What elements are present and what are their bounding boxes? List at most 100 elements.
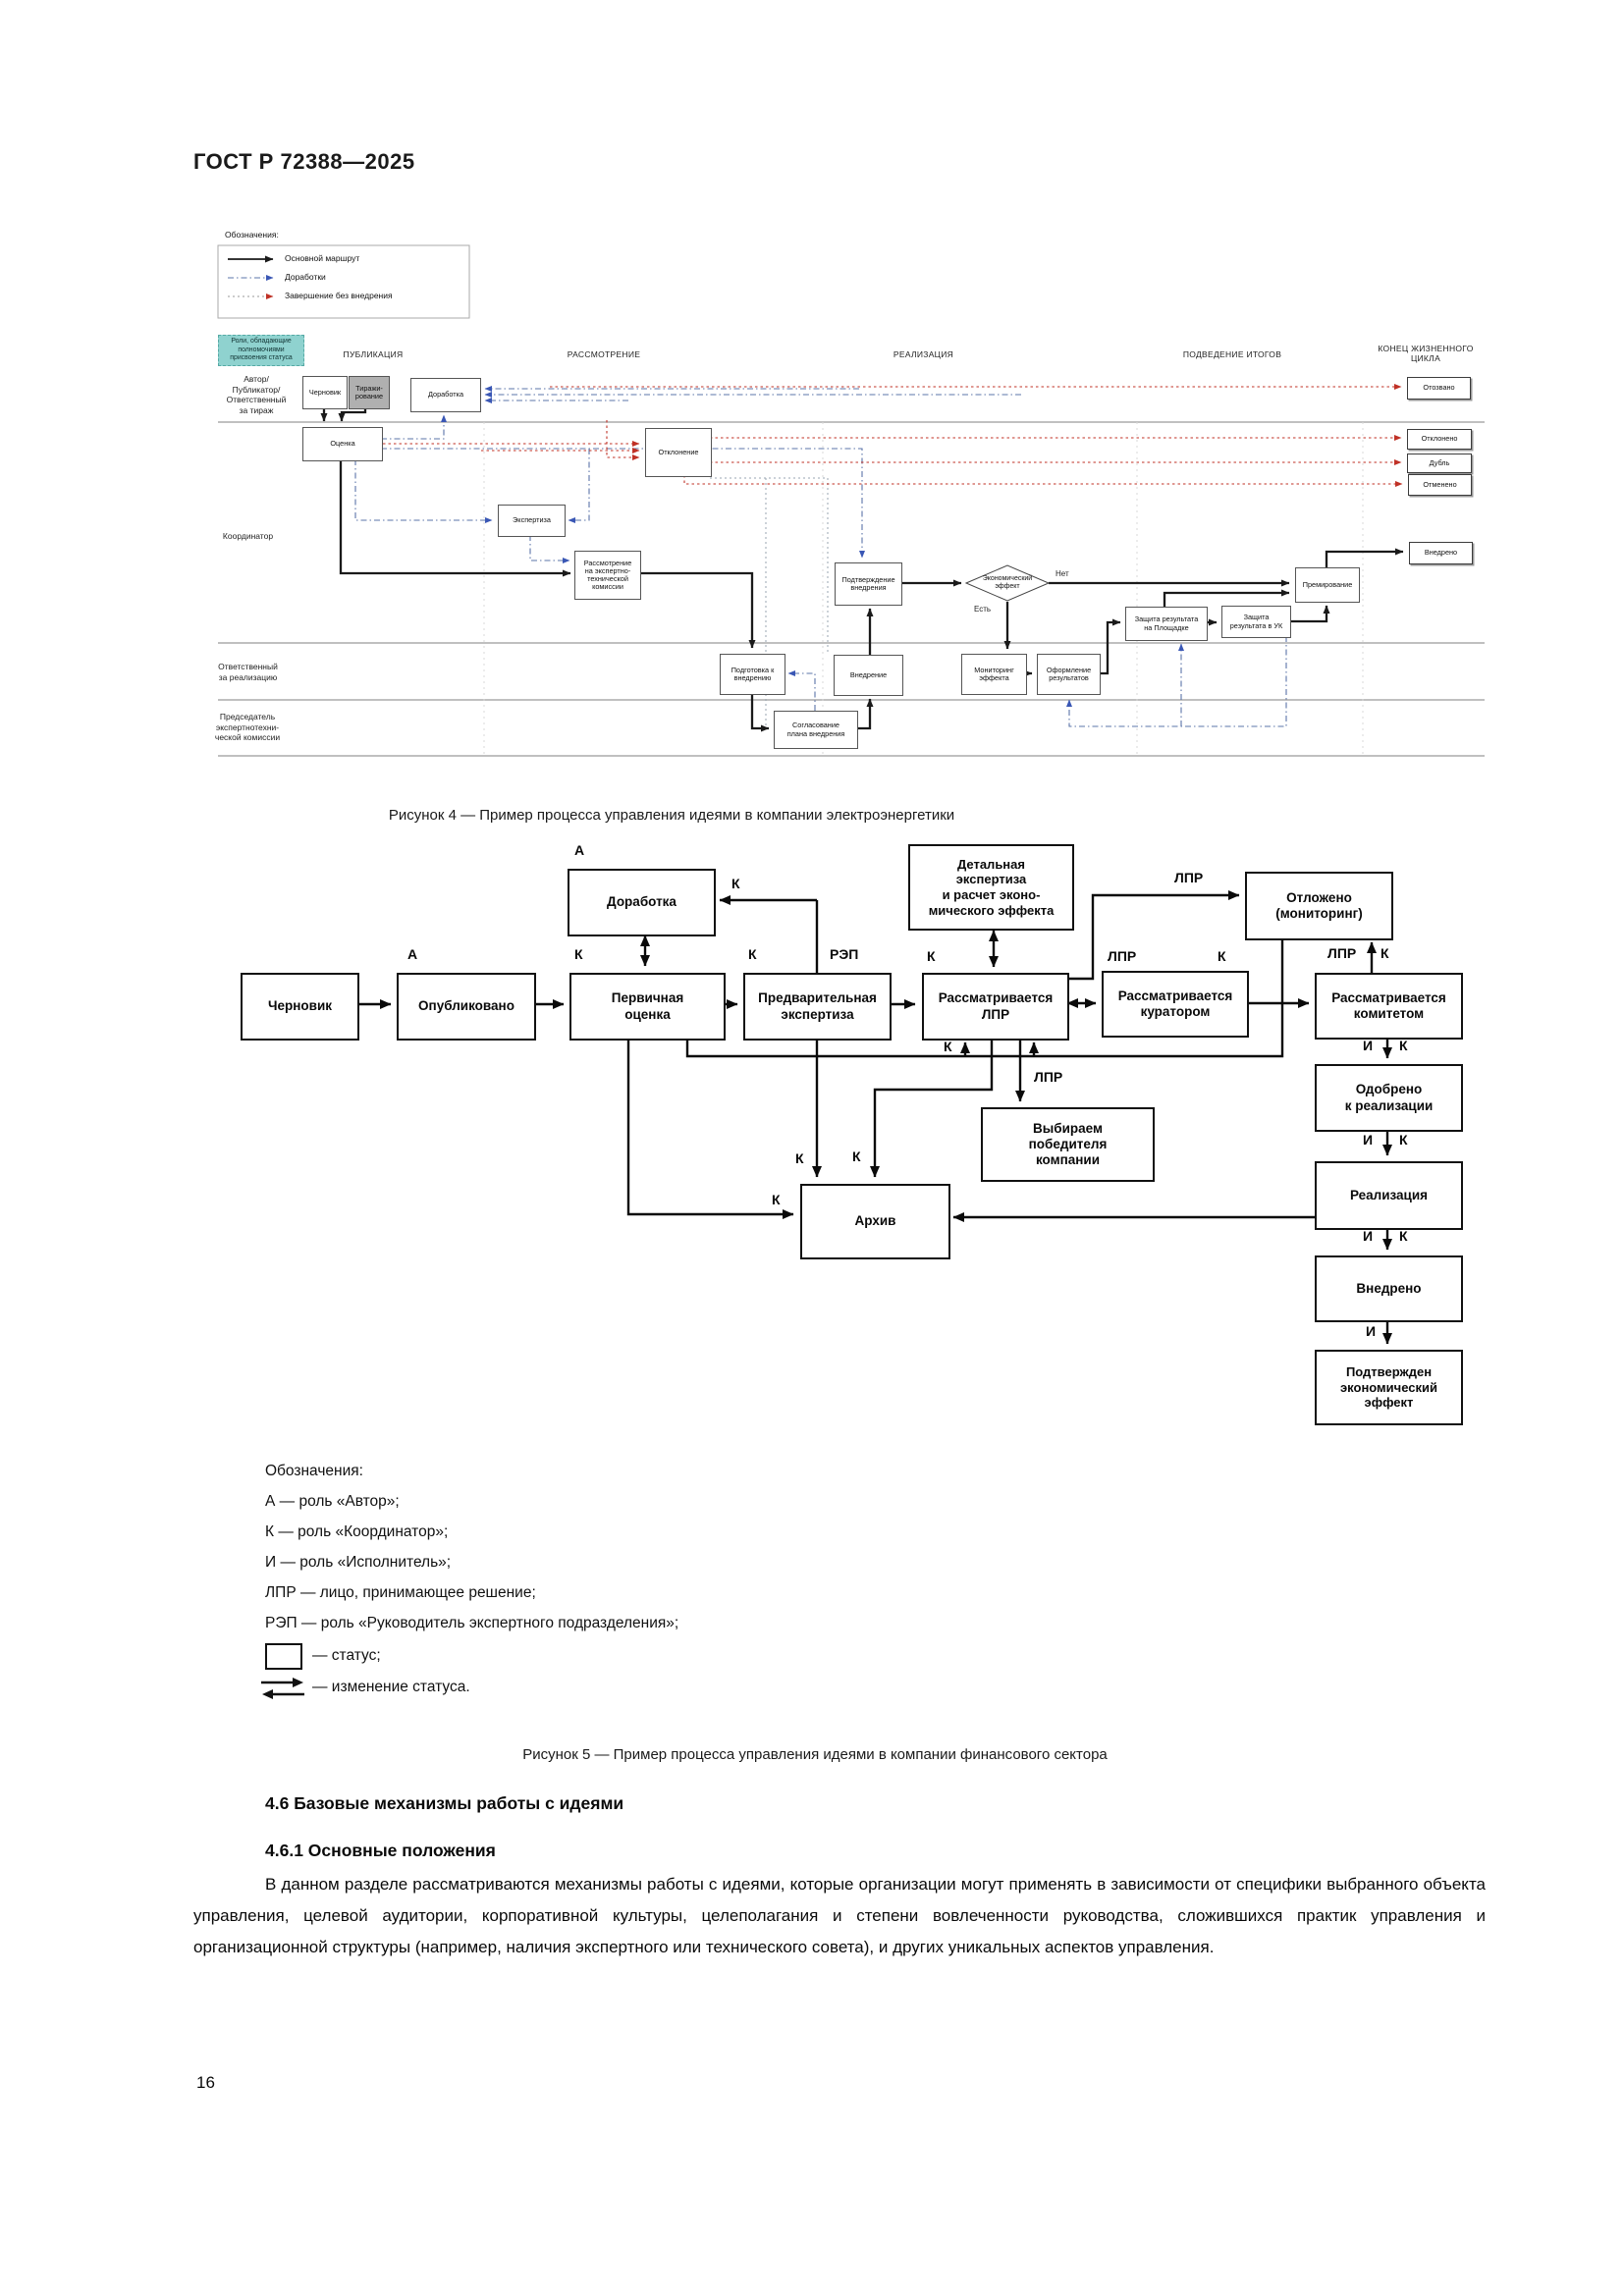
fig4-column-publication: ПУБЛИКАЦИЯ bbox=[343, 349, 404, 359]
fig5-node-realization: Реализация bbox=[1315, 1161, 1463, 1230]
fig5-node-detailed-expertise: Детальная экспертиза и расчет эконо- мич… bbox=[908, 844, 1074, 931]
fig4-row-chairman: Председатель экспертнотехни- ческой коми… bbox=[214, 712, 281, 743]
fig5-legend-rep: РЭП — роль «Руководитель экспертного под… bbox=[265, 1615, 679, 1631]
fig5-role-k-realization: К bbox=[1399, 1132, 1408, 1148]
fig4-column-endoflife: КОНЕЦ ЖИЗНЕННОГО ЦИКЛА bbox=[1378, 344, 1474, 363]
status-box-glyph bbox=[265, 1643, 302, 1670]
fig4-column-results: ПОДВЕДЕНИЕ ИТОГОВ bbox=[1182, 349, 1282, 359]
fig5-role-a-rework: А bbox=[574, 842, 585, 858]
fig4-status-rejected: Отклонено bbox=[1407, 429, 1472, 450]
section-heading: 4.6 Базовые механизмы работы с идеями bbox=[265, 1793, 624, 1813]
fig5-role-k-archive3: К bbox=[772, 1192, 781, 1207]
fig4-caption: Рисунок 4 — Пример процесса управления и… bbox=[388, 807, 955, 824]
fig4-node-bonus: Премирование bbox=[1295, 567, 1360, 603]
fig5-role-k-initial: К bbox=[574, 946, 583, 962]
fig4-legend-samples bbox=[217, 244, 470, 319]
fig4-legend-item-rework: Доработки bbox=[285, 272, 326, 282]
fig5-routes bbox=[355, 890, 1392, 1345]
page-number: 16 bbox=[196, 2073, 215, 2092]
fig5-role-i-approved: И bbox=[1363, 1038, 1374, 1053]
fig5-role-k-committee: К bbox=[1380, 945, 1389, 961]
fig5-caption: Рисунок 5 — Пример процесса управления и… bbox=[522, 1746, 1108, 1763]
fig5-node-initial-evaluation: Первичная оценка bbox=[569, 973, 726, 1041]
swimlane-lines bbox=[218, 421, 1485, 757]
fig4-row-coordinator: Координатор bbox=[222, 531, 274, 541]
document-title: ГОСТ Р 72388—2025 bbox=[193, 149, 415, 174]
fig5-node-archive: Архив bbox=[800, 1184, 950, 1259]
fig5-role-i-realization: И bbox=[1363, 1132, 1374, 1148]
fig4-node-econ-effect: Экономический эффект bbox=[982, 575, 1033, 590]
fig4-branch-yes: Есть bbox=[974, 605, 992, 614]
status-change-glyph bbox=[261, 1678, 304, 1699]
fig4-status-withdrawn: Отозвано bbox=[1407, 377, 1471, 400]
fig5-role-k-implemented: К bbox=[1399, 1228, 1408, 1244]
fig4-node-committee-review: Рассмотрение на экспертно- технической к… bbox=[574, 551, 641, 600]
fig5-node-effect-confirmed: Подтвержден экономический эффект bbox=[1315, 1350, 1463, 1425]
fig4-node-impl-confirmation: Подтверждение внедрения bbox=[835, 562, 902, 606]
fig4-reject-routes bbox=[383, 384, 1403, 487]
fig5-node-preliminary-expertise: Предварительная экспертиза bbox=[743, 973, 892, 1041]
fig5-role-lpr-curator: ЛПР bbox=[1108, 948, 1137, 964]
fig4-node-evaluation: Оценка bbox=[302, 427, 383, 461]
fig5-node-implemented: Внедрено bbox=[1315, 1255, 1463, 1322]
fig5-role-rep-preliminary: РЭП bbox=[830, 946, 859, 962]
fig4-node-plan-approval: Согласование плана внедрения bbox=[774, 711, 858, 749]
fig5-legend-dm: ЛПР — лицо, принимающее решение; bbox=[265, 1584, 536, 1601]
fig5-role-k-archive2: К bbox=[852, 1148, 861, 1164]
fig5-role-k-dm: К bbox=[927, 948, 936, 964]
fig5-legend-coordinator: К — роль «Координатор»; bbox=[265, 1523, 449, 1540]
fig5-legend-title: Обозначения: bbox=[265, 1463, 363, 1479]
fig4-row-implementer: Ответственный за реализацию bbox=[218, 662, 278, 682]
fig4-node-site-defense: Защита результата на Площадке bbox=[1125, 607, 1208, 641]
fig5-role-lpr-postponed: ЛПР bbox=[1174, 870, 1204, 885]
fig4-node-replication: Тиражи- рование bbox=[349, 376, 390, 409]
fig4-status-implemented: Внедрено bbox=[1409, 542, 1473, 564]
fig4-node-impl-preparation: Подготовка к внедрению bbox=[720, 654, 785, 695]
fig5-legend-executor: И — роль «Исполнитель»; bbox=[265, 1554, 452, 1571]
fig5-node-rework: Доработка bbox=[568, 869, 716, 936]
fig4-node-results-formalization: Оформление результатов bbox=[1037, 654, 1101, 695]
fig4-node-draft: Черновик bbox=[302, 376, 348, 409]
fig4-legend-item-main: Основной маршрут bbox=[285, 253, 360, 263]
fig5-role-k-archive1: К bbox=[795, 1150, 804, 1166]
fig4-legend-item-noimpl: Завершение без внедрения bbox=[285, 291, 393, 300]
fig5-role-k-rework: К bbox=[731, 876, 740, 891]
fig5-node-review-curator: Рассматривается куратором bbox=[1102, 971, 1249, 1038]
fig4-node-deviation: Отклонение bbox=[645, 428, 712, 477]
fig5-role-a-published: А bbox=[407, 946, 418, 962]
fig4-row-author: Автор/ Публикатор/ Ответственный за тира… bbox=[226, 374, 287, 415]
fig5-legend-author: А — роль «Автор»; bbox=[265, 1493, 400, 1510]
fig4-column-realization: РЕАЛИЗАЦИЯ bbox=[893, 349, 954, 359]
section-paragraph: В данном разделе рассматриваются механиз… bbox=[193, 1875, 1486, 1956]
fig4-node-implementation: Внедрение bbox=[834, 655, 903, 696]
section-subheading: 4.6.1 Основные положения bbox=[265, 1841, 496, 1860]
fig5-node-draft: Черновик bbox=[241, 973, 359, 1041]
fig4-rework-routes bbox=[354, 386, 1287, 727]
fig4-node-effect-monitoring: Мониторинг эффекта bbox=[961, 654, 1027, 695]
fig5-node-approved: Одобрено к реализации bbox=[1315, 1064, 1463, 1132]
econ-effect-diamond bbox=[964, 564, 1051, 602]
fig4-node-rework: Доработка bbox=[410, 378, 481, 412]
fig5-role-k-curator: К bbox=[1218, 948, 1226, 964]
fig5-role-lpr-committee: ЛПР bbox=[1327, 945, 1357, 961]
fig5-role-k-preliminary: К bbox=[748, 946, 757, 962]
fig5-node-review-committee: Рассматривается комитетом bbox=[1315, 973, 1463, 1040]
fig4-status-duplicate: Дубль bbox=[1407, 454, 1472, 473]
fig4-node-expertise: Экспертиза bbox=[498, 505, 566, 537]
column-guides bbox=[483, 422, 1364, 756]
fig4-branch-no: Нет bbox=[1056, 569, 1069, 578]
fig4-node-hq-defense: Защита результата в УК bbox=[1221, 606, 1291, 638]
fig5-legend-status: — статус; bbox=[312, 1647, 381, 1664]
fig5-legend-status-change: — изменение статуса. bbox=[312, 1679, 470, 1695]
fig4-roles-note: Роли, обладающие полномочиями присвоения… bbox=[218, 335, 304, 366]
fig5-role-i-implemented: И bbox=[1363, 1228, 1374, 1244]
fig5-node-postponed: Отложено (мониторинг) bbox=[1245, 872, 1393, 940]
fig5-role-i-confirmed: И bbox=[1366, 1323, 1377, 1339]
fig5-role-k-approved: К bbox=[1399, 1038, 1408, 1053]
fig4-main-routes bbox=[320, 405, 1404, 732]
fig4-return-guides bbox=[710, 477, 829, 728]
fig5-node-choose-winner: Выбираем победителя компании bbox=[981, 1107, 1155, 1182]
fig4-column-review: РАССМОТРЕНИЕ bbox=[567, 349, 641, 359]
